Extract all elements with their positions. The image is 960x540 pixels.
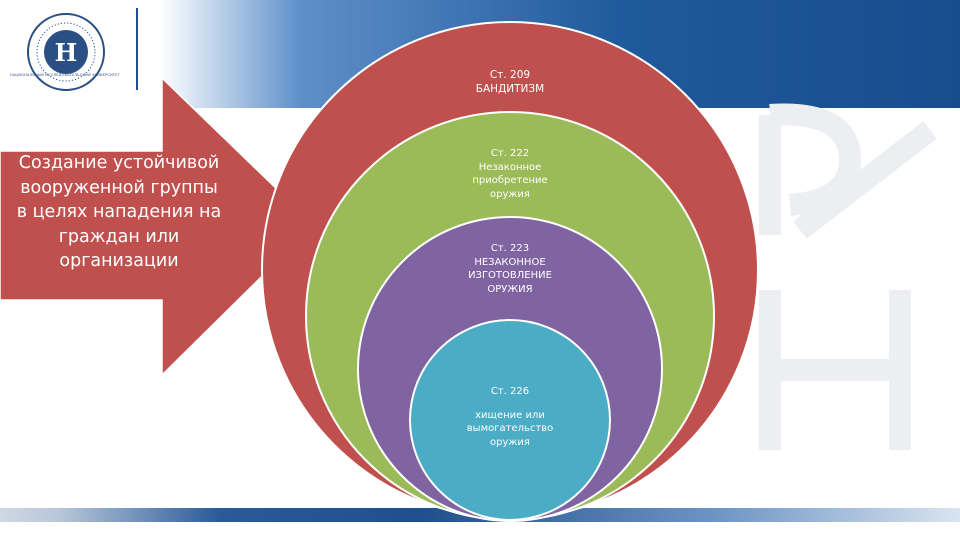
ring-outer-label: Ст. 209 БАНДИТИЗМ xyxy=(430,68,590,96)
ring-article: Ст. 209 xyxy=(489,69,531,81)
arrow-text-line: вооруженной группы xyxy=(20,177,218,198)
logo-caption: НАЦИОНАЛЬНЫЙ ИССЛЕДОВАТЕЛЬСКИЙ УНИВЕРСИТ… xyxy=(10,73,120,77)
ring-third-label: Ст. 223 НЕЗАКОННОЕ ИЗГОТОВЛЕНИЕ ОРУЖИЯ xyxy=(440,242,580,296)
arrow-text-line: организации xyxy=(59,251,179,271)
ring-title-line: оружия xyxy=(490,436,530,448)
svg-text:Н: Н xyxy=(55,38,78,67)
ring-article: Ст. 226 xyxy=(490,386,530,397)
label-spacer xyxy=(440,399,580,409)
ring-title-line: БАНДИТИЗМ xyxy=(475,83,545,95)
ring-title-line: ОРУЖИЯ xyxy=(487,283,533,295)
arrow-shape xyxy=(0,76,316,377)
ring-title-line: приобретение xyxy=(472,175,548,186)
arrow-text-line: граждан или xyxy=(58,226,180,247)
ring-article: Ст. 222 xyxy=(490,148,530,159)
hse-seal-icon: Н xyxy=(27,13,105,91)
ring-article: Ст. 223 xyxy=(490,243,530,254)
ring-title-line: Незаконное xyxy=(478,161,542,173)
arrow-text-line: Создание устойчивой xyxy=(18,153,220,173)
ring-title-line: НЕЗАКОННОЕ xyxy=(474,256,546,268)
ring-second-label: Ст. 222 Незаконное приобретение оружия xyxy=(440,147,580,201)
ring-title-line: оружия xyxy=(490,188,530,200)
ring-title-line: хищение или xyxy=(475,409,545,421)
arrow-text-line: в целях нападения на xyxy=(16,202,222,222)
header-divider xyxy=(136,8,138,90)
ring-inner-label: Ст. 226 хищение или вымогательство оружи… xyxy=(440,385,580,449)
ring-inner xyxy=(409,319,611,521)
ring-title-line: вымогательство xyxy=(466,423,554,434)
arrow-text: Создание устойчивой вооруженной группы в… xyxy=(4,151,234,274)
ring-title-line: ИЗГОТОВЛЕНИЕ xyxy=(468,270,552,281)
